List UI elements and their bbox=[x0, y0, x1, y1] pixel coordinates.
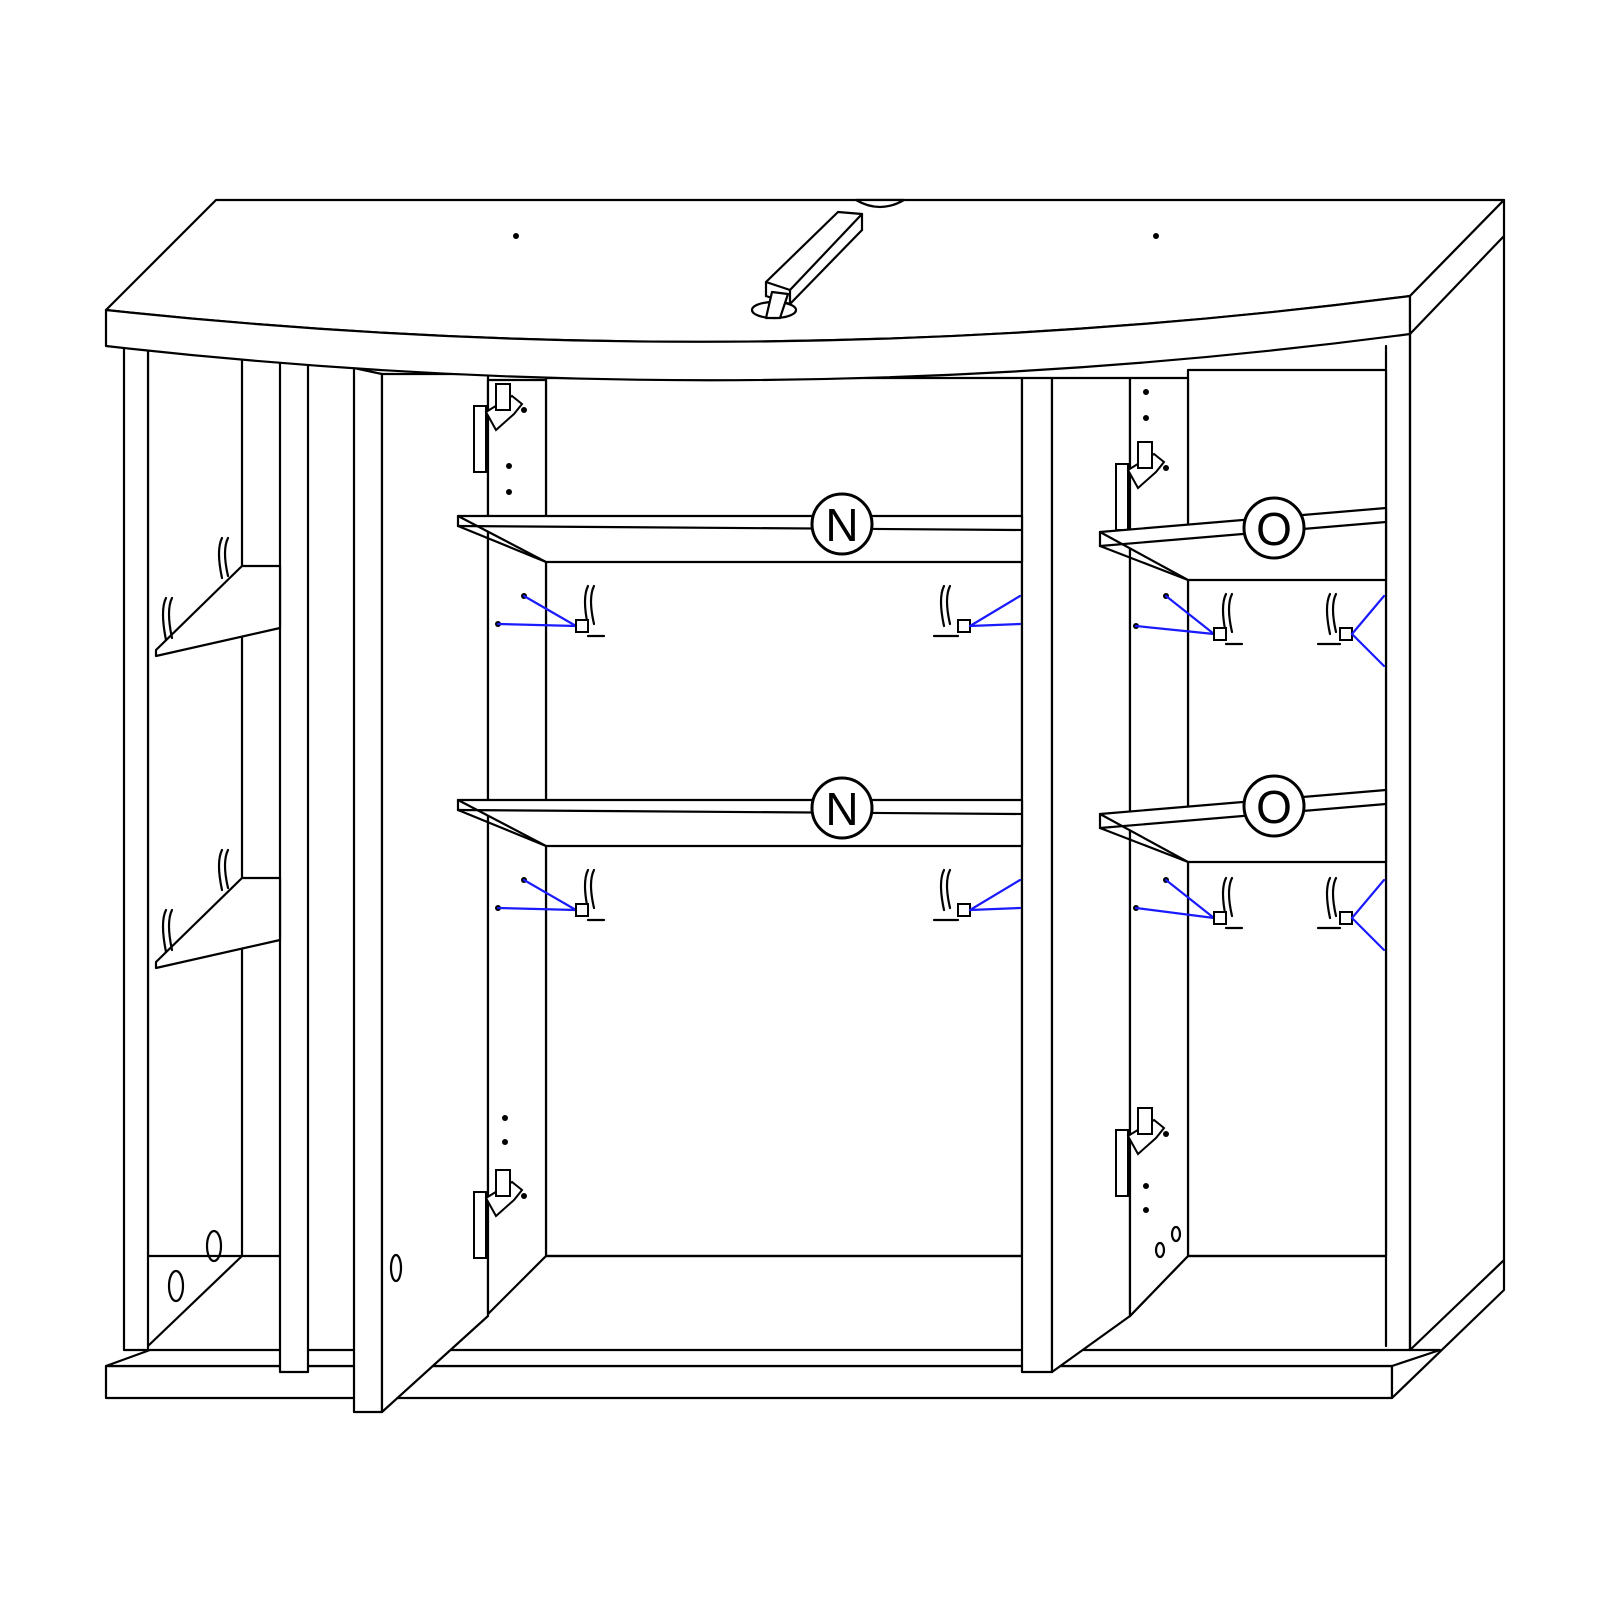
callout-label: N bbox=[825, 499, 858, 551]
hole-icon bbox=[167, 1269, 185, 1303]
middle-shelf-top bbox=[456, 514, 1024, 564]
shelf-support-clip-icon bbox=[161, 536, 230, 954]
shelf-support-connectors-right bbox=[1133, 592, 1386, 952]
handle-hole-icon bbox=[389, 1253, 403, 1283]
center-upright bbox=[1020, 376, 1054, 1374]
right-side-panel bbox=[1384, 234, 1506, 1352]
hinge-icon bbox=[473, 383, 527, 473]
shelf-support-connectors-middle bbox=[495, 584, 1022, 922]
cabinet-base bbox=[104, 1258, 1506, 1400]
shelf-support-clip-icon bbox=[575, 584, 971, 638]
shelf-support-clip-icon bbox=[575, 868, 971, 922]
callout-o-top: O bbox=[1242, 496, 1306, 560]
callout-label: O bbox=[1256, 781, 1292, 833]
hole-icon bbox=[1154, 1241, 1166, 1259]
middle-left-panel bbox=[486, 378, 548, 1316]
hole-icon bbox=[1170, 1225, 1182, 1243]
callout-label: N bbox=[825, 783, 858, 835]
hinge-icon bbox=[1115, 441, 1169, 531]
hinge-icon bbox=[473, 1169, 527, 1259]
shelf-support-clip-icon bbox=[1213, 876, 1353, 930]
left-compartment-shelves bbox=[154, 536, 282, 1303]
callout-n-bottom: N bbox=[810, 776, 874, 840]
callout-o-bottom: O bbox=[1242, 774, 1306, 838]
hinge-icon bbox=[1115, 1107, 1169, 1197]
hole-icon bbox=[205, 1229, 223, 1263]
light-fixture-icon bbox=[750, 210, 864, 320]
callout-label: O bbox=[1256, 503, 1292, 555]
middle-shelf-bottom bbox=[456, 798, 1024, 848]
cabinet-top bbox=[104, 198, 1506, 382]
left-door-open bbox=[352, 366, 490, 1414]
left-uprights bbox=[122, 344, 310, 1374]
callout-n-top: N bbox=[810, 492, 874, 556]
